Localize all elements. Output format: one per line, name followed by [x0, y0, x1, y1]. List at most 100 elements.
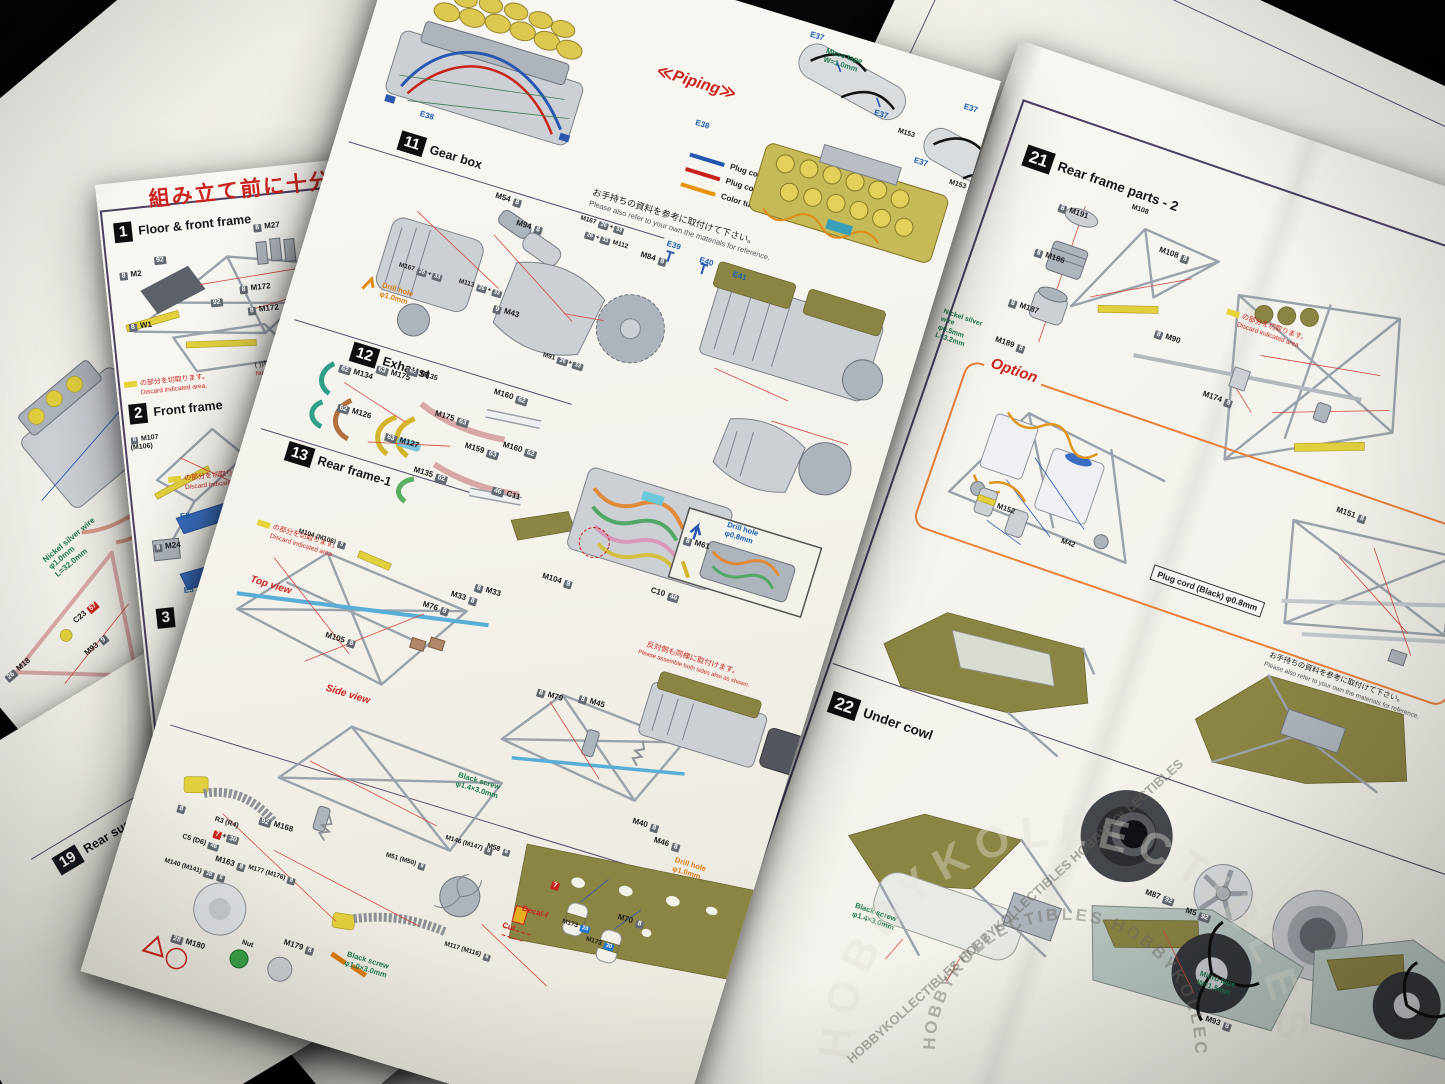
gearbox-parts-illustration: [361, 209, 665, 364]
part-label: 9 M43: [491, 303, 520, 321]
part-code-box: 8: [1057, 203, 1068, 215]
part-label: M93 8: [1204, 1014, 1233, 1033]
part-code-box: 33: [599, 236, 611, 246]
gearbox-assembly-illustration: [712, 418, 852, 496]
part-label: E37: [873, 107, 890, 121]
part-code-box: 63: [383, 432, 398, 445]
part-code-box: 8: [656, 257, 667, 268]
part-code-box: 33: [490, 288, 503, 299]
part-label: Side view: [324, 682, 372, 707]
part-label: M151 8: [1335, 505, 1369, 525]
part-code-box: 8: [648, 823, 659, 834]
part-label: 46 C11: [490, 484, 522, 503]
part-label: M173 20: [561, 917, 591, 934]
part-code-box: 8: [128, 323, 138, 333]
part-code-box: 9: [98, 634, 110, 647]
part-code-box: 62: [336, 403, 350, 416]
part-label: E37: [962, 101, 979, 115]
part-code-box: 33: [431, 272, 443, 283]
part-code-box: 8: [634, 919, 645, 930]
part-label: M135 62: [412, 465, 449, 485]
part-label: 63 M127: [383, 431, 420, 451]
engine-piping-illustration: [384, 0, 584, 146]
part-label: M174 8: [1201, 389, 1235, 410]
part-label: 92 M168: [257, 815, 294, 835]
part-code-box: 9: [491, 304, 502, 316]
m151-truss-illustration: [1281, 519, 1445, 667]
part-code-box: 28: [169, 934, 184, 946]
part-label: E38: [694, 117, 711, 131]
part-label: Cut: [501, 920, 517, 934]
part-code-box: 8: [532, 225, 543, 236]
part-label: M160 62: [492, 387, 529, 408]
m191-parts-illustration: [1028, 206, 1099, 343]
part-code-box: 8: [1356, 514, 1367, 525]
part-code-box: 8: [253, 223, 262, 234]
part-code-box: 8: [467, 596, 478, 607]
m108-frame-illustration: [1069, 227, 1220, 314]
part-label: 92: [153, 254, 168, 266]
part-label: M175 63: [433, 409, 470, 429]
part-code-box: 8: [1033, 248, 1044, 260]
part-label: M153: [896, 127, 916, 140]
v12-engine-illustration: [749, 143, 949, 263]
part-code-box: 8: [511, 198, 522, 209]
part-label: 28 M180: [169, 932, 206, 952]
part-code-box: 33: [612, 225, 625, 236]
part-label: お手持ちの資料を参考に取付けて下さい。: [591, 186, 758, 247]
part-code-box: 57: [86, 600, 101, 615]
part-label: 8 M186: [1032, 246, 1066, 266]
wheel-illustration: [1193, 864, 1253, 924]
part-label: E5: [183, 584, 195, 595]
part-code-box: 63: [455, 417, 470, 429]
part-label: 8: [175, 802, 187, 815]
part-code-box: 8: [216, 874, 226, 883]
part-label: 8 M27: [253, 219, 281, 234]
part-label: 8 W1: [128, 319, 153, 333]
part-code-box: 8: [473, 583, 484, 595]
under-cowl-chassis-a: [883, 612, 1095, 758]
part-code-box: 8: [482, 953, 491, 962]
part-label: 8 M61: [681, 535, 711, 553]
part-label: 62 M126: [335, 402, 373, 422]
part-code-box: 8: [682, 536, 693, 548]
part-code-box: 62: [523, 448, 538, 460]
part-code-box: 8: [483, 847, 493, 856]
part-label: 8 M191: [1056, 202, 1090, 222]
part-code-box: 8: [119, 272, 128, 282]
part-code-box: 8: [153, 543, 163, 554]
part-label: M173 20: [584, 935, 615, 952]
rear-frame-side-view: [277, 725, 504, 852]
part-label: M113 26+33: [457, 277, 503, 299]
part-code-box: 46: [490, 486, 505, 499]
part-code-box: 8: [535, 688, 546, 699]
part-code-box: 92: [1161, 895, 1176, 908]
part-code-box: 26: [4, 669, 19, 684]
part-code-box: 8: [1153, 330, 1164, 341]
part-label: Please also refer to your own the materi…: [1263, 660, 1421, 721]
part-label: 8 M79: [535, 686, 564, 704]
part-code-box: 8: [1015, 343, 1026, 355]
part-code-box: 30: [225, 834, 240, 846]
part-code-box: 8: [670, 842, 681, 853]
suspension-assembly-illustration: [141, 776, 755, 987]
part-code-box: 8: [417, 862, 427, 872]
part-label: C23 57: [71, 599, 101, 627]
wheel-well-a: [1091, 905, 1305, 1032]
part-code-box: 8: [1179, 254, 1190, 266]
part-label: M117 (M116) 8: [443, 940, 491, 962]
part-code-box: 26: [475, 284, 488, 294]
part-code-box: 46: [207, 842, 220, 853]
part-code-box: 26: [597, 221, 610, 231]
valve-cover-a: [798, 43, 907, 121]
part-code-box: 7: [212, 830, 223, 841]
part-label: M108 8: [1158, 245, 1192, 266]
part-code-box: 26: [415, 267, 428, 278]
part-label: M152: [995, 501, 1017, 516]
part-label: 8 M187: [1006, 297, 1040, 317]
